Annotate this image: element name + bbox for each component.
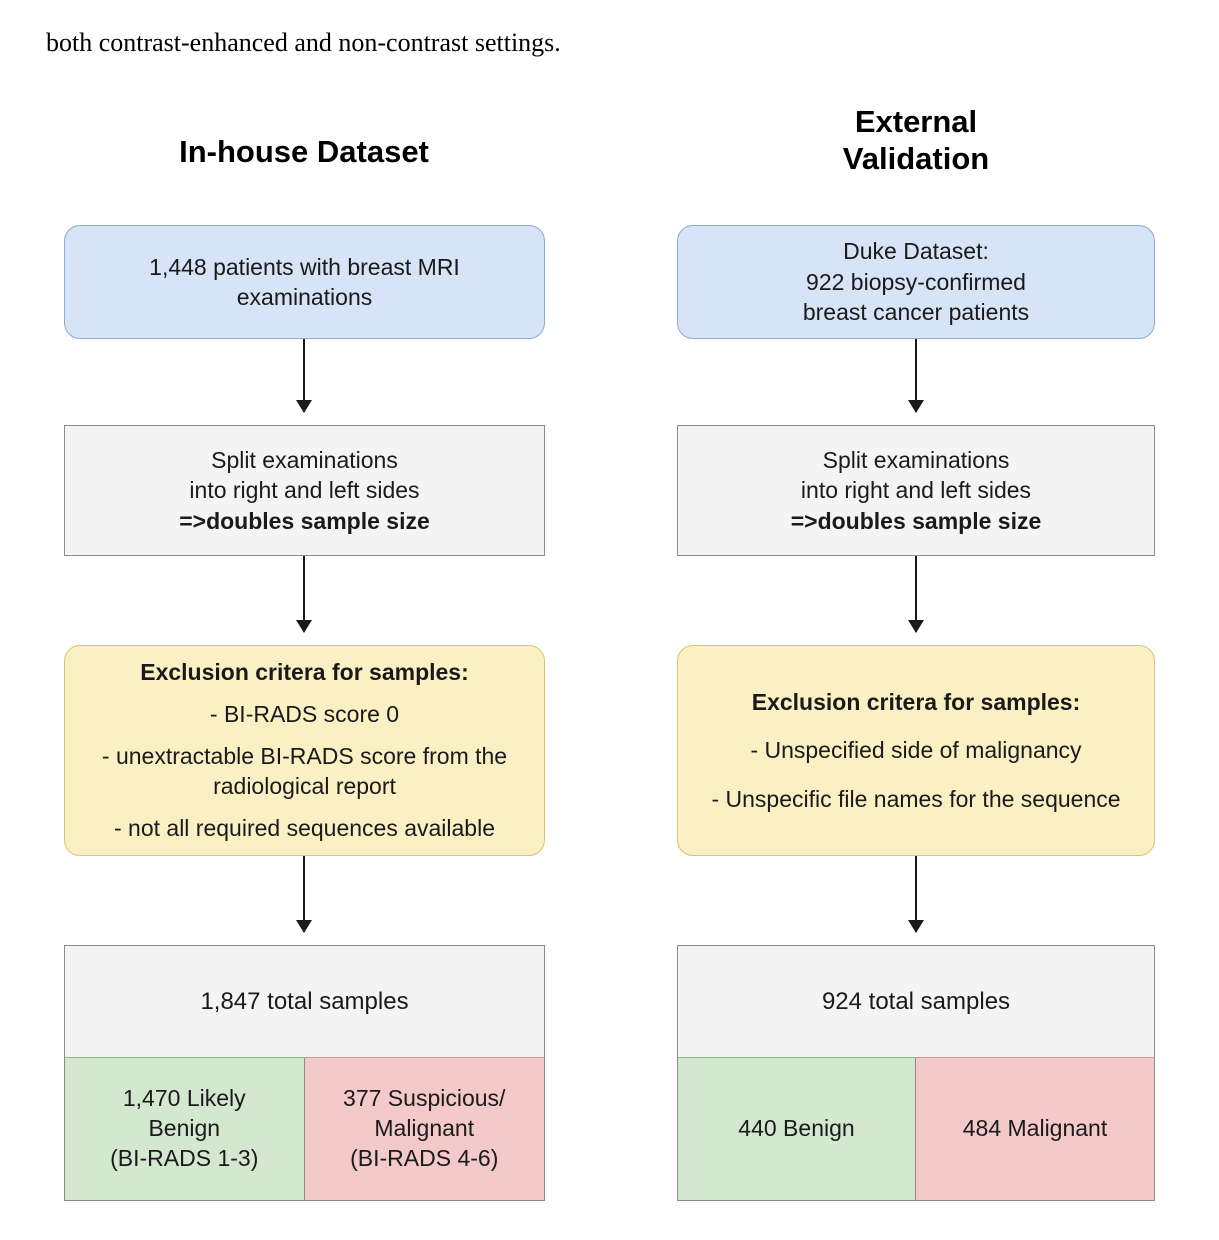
- result-total-right: 924 total samples: [821, 987, 1011, 1015]
- column-title-external-validation: External Validation: [677, 104, 1155, 177]
- column-title-in-house: In-house Dataset: [179, 134, 429, 169]
- node-left-exclusion-item1: - BI-RADS score 0: [209, 701, 400, 728]
- arrow-right-exclusion-to-result: [915, 856, 918, 932]
- result-right-benign-line1: 440 Benign: [738, 1115, 855, 1142]
- node-left-split: Split examinations into right and left s…: [64, 425, 545, 556]
- result-left-malignant-line2: Malignant: [374, 1115, 475, 1142]
- result-split-left: 1,470 Likely Benign (BI-RADS 1-3) 377 Su…: [65, 1057, 544, 1200]
- arrow-left-exclusion-to-result: [303, 856, 306, 932]
- arrow-left-source-to-split: [303, 339, 306, 412]
- node-left-exclusion-item2: - unextractable BI-RADS score from the r…: [102, 741, 507, 802]
- result-split-right: 440 Benign 484 Malignant: [678, 1057, 1154, 1200]
- node-right-exclusion-item1: - Unspecified side of malignancy: [750, 737, 1082, 764]
- arrow-right-split-to-exclusion: [915, 556, 918, 632]
- result-left-benign-line1: 1,470 Likely: [122, 1085, 246, 1112]
- node-right-exclusion-heading: Exclusion critera for samples:: [751, 688, 1081, 715]
- arrow-right-source-to-split: [915, 339, 918, 412]
- node-left-split-line1: Split examinations: [211, 446, 398, 473]
- node-left-source-line2: examinations: [236, 284, 373, 310]
- arrow-left-split-to-exclusion: [303, 556, 306, 632]
- node-right-split-line2: into right and left sides: [800, 477, 1032, 504]
- node-right-split-line3: =>doubles sample size: [790, 507, 1042, 534]
- result-left-benign-line2: Benign: [148, 1115, 221, 1142]
- node-left-exclusion-item3: - not all required sequences available: [113, 815, 496, 842]
- result-total-left: 1,847 total samples: [200, 987, 409, 1015]
- node-right-split-line1: Split examinations: [822, 446, 1010, 473]
- node-left-split-line2: into right and left sides: [189, 477, 420, 504]
- node-left-exclusion-heading: Exclusion critera for samples:: [140, 659, 469, 686]
- node-right-exclusion: Exclusion critera for samples: - Unspeci…: [677, 645, 1155, 856]
- intro-paragraph: both contrast-enhanced and non-contrast …: [46, 28, 561, 57]
- node-left-source: 1,448 patients with breast MRI examinati…: [64, 225, 545, 339]
- result-left-benign-line3: (BI-RADS 1-3): [110, 1144, 259, 1171]
- result-cell-left-malignant: 377 Suspicious/ Malignant (BI-RADS 4-6): [304, 1057, 544, 1200]
- node-left-exclusion-item2-line1: - unextractable BI-RADS score from the: [101, 743, 508, 770]
- column-title-external-line2: Validation: [842, 140, 990, 176]
- result-cell-right-benign: 440 Benign: [678, 1057, 916, 1200]
- column-title-external-line1: External: [854, 104, 978, 139]
- node-left-source-line1: 1,448 patients with breast MRI: [149, 253, 460, 280]
- result-right-malignant-line1: 484 Malignant: [962, 1115, 1108, 1142]
- node-left-exclusion: Exclusion critera for samples: - BI-RADS…: [64, 645, 545, 856]
- result-box-right: 924 total samples 440 Benign 484 Maligna…: [677, 945, 1155, 1201]
- node-right-source-line2: 922 biopsy-confirmed: [806, 268, 1026, 295]
- node-right-source-line1: Duke Dataset:: [843, 238, 989, 265]
- result-cell-left-benign: 1,470 Likely Benign (BI-RADS 1-3): [65, 1057, 305, 1200]
- result-box-left: 1,847 total samples 1,470 Likely Benign …: [64, 945, 545, 1201]
- result-left-malignant-line1: 377 Suspicious/: [343, 1085, 506, 1112]
- result-left-malignant-line3: (BI-RADS 4-6): [350, 1144, 499, 1171]
- node-right-exclusion-item2: - Unspecific file names for the sequence: [711, 785, 1121, 812]
- node-left-split-line3: =>doubles sample size: [179, 507, 430, 534]
- node-right-source-line3: breast cancer patients: [802, 299, 1030, 326]
- node-left-exclusion-item2-line2: radiological report: [213, 773, 396, 800]
- node-right-source: Duke Dataset: 922 biopsy-confirmed breas…: [677, 225, 1155, 339]
- result-cell-right-malignant: 484 Malignant: [916, 1057, 1154, 1200]
- node-right-split: Split examinations into right and left s…: [677, 425, 1155, 556]
